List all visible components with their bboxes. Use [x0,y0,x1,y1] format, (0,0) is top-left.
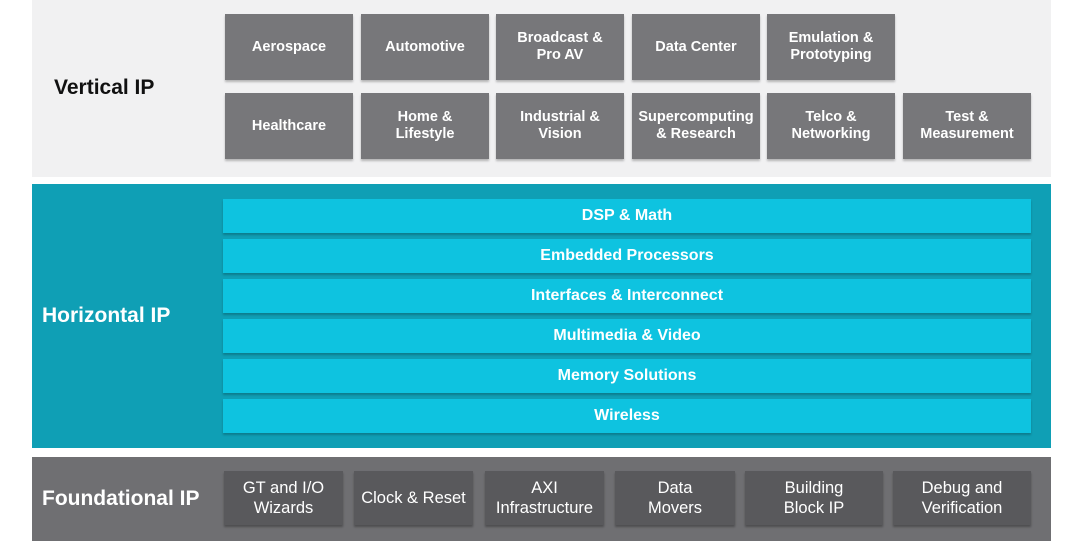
horizontal-ip-title: Horizontal IP [42,304,171,327]
vertical-tile-healthcare: Healthcare [225,93,353,159]
vertical-tile-emulation: Emulation & Prototyping [767,14,895,80]
horizontal-bar-wireless: Wireless [223,399,1031,433]
vertical-ip-section: Vertical IP Aerospace Automotive Broadca… [32,0,1051,177]
vertical-tile-test-measurement: Test & Measurement [903,93,1031,159]
vertical-tile-telco: Telco & Networking [767,93,895,159]
foundational-tile-data-movers: Data Movers [615,471,735,525]
horizontal-bar-dsp-math: DSP & Math [223,199,1031,233]
foundational-tile-building-block-ip: Building Block IP [745,471,883,525]
foundational-tile-gt-io-wizards: GT and I/O Wizards [224,471,343,525]
vertical-tile-aerospace: Aerospace [225,14,353,80]
foundational-tile-clock-reset: Clock & Reset [354,471,473,525]
horizontal-bar-multimedia-video: Multimedia & Video [223,319,1031,353]
vertical-tile-supercomputing: Supercomputing & Research [632,93,760,159]
horizontal-bar-memory-solutions: Memory Solutions [223,359,1031,393]
vertical-tile-broadcast: Broadcast & Pro AV [496,14,624,80]
horizontal-ip-section: Horizontal IP DSP & Math Embedded Proces… [32,184,1051,448]
vertical-tile-automotive: Automotive [361,14,489,80]
vertical-tile-home-lifestyle: Home & Lifestyle [361,93,489,159]
foundational-ip-section: Foundational IP GT and I/O Wizards Clock… [32,457,1051,541]
horizontal-bar-embedded-processors: Embedded Processors [223,239,1031,273]
vertical-tile-data-center: Data Center [632,14,760,80]
foundational-tile-debug-verification: Debug and Verification [893,471,1031,525]
vertical-ip-title: Vertical IP [54,76,155,99]
horizontal-bar-interfaces: Interfaces & Interconnect [223,279,1031,313]
foundational-ip-title: Foundational IP [42,487,200,510]
foundational-tile-axi-infrastructure: AXI Infrastructure [485,471,604,525]
vertical-tile-industrial-vision: Industrial & Vision [496,93,624,159]
